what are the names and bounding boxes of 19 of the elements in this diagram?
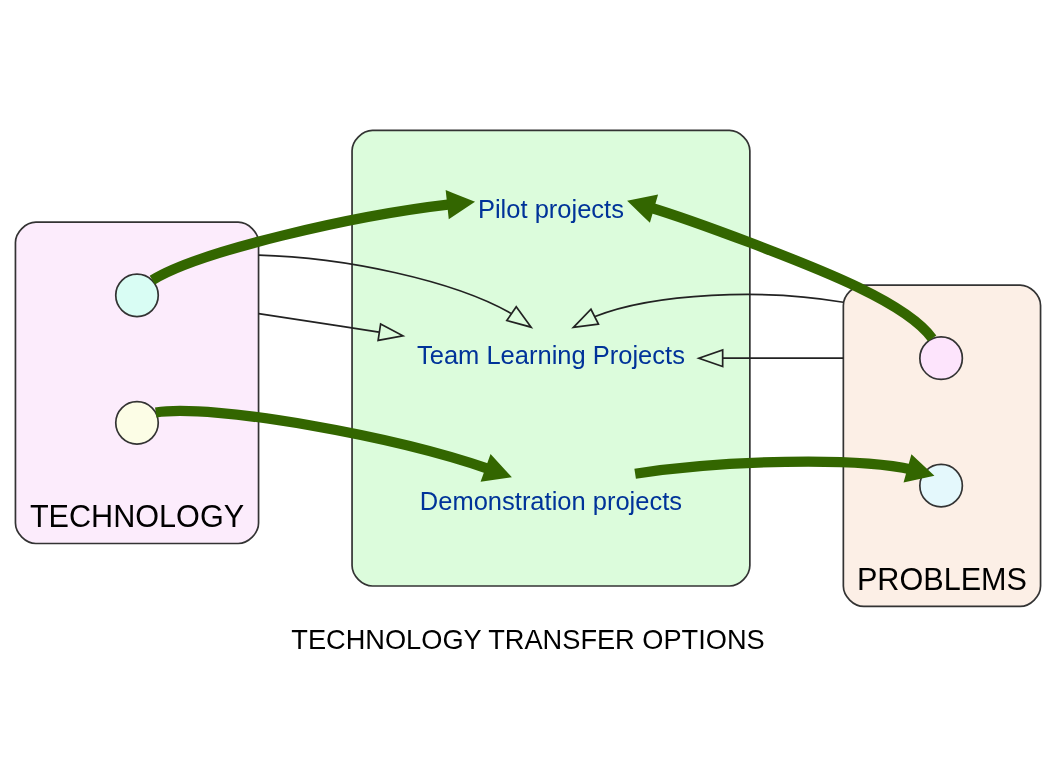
- node-text: Demonstration projects: [419, 486, 683, 515]
- arrow: [571, 293, 845, 329]
- arrow: [696, 348, 845, 368]
- arrow: [149, 189, 476, 285]
- arrow: [257, 312, 406, 341]
- cluster: PROBLEMS: [842, 283, 1042, 607]
- arrow: [627, 194, 937, 342]
- node-circle: [114, 272, 160, 317]
- node-circle: [919, 335, 964, 380]
- caption: TECHNOLOGY TRANSFER OPTIONS: [291, 623, 765, 655]
- node-text: Team Learning Projects: [417, 340, 685, 369]
- arrow: [257, 253, 534, 329]
- node-circle: [919, 463, 964, 508]
- cluster: [351, 129, 751, 587]
- cluster: TECHNOLOGY: [14, 220, 260, 544]
- arrow: [155, 405, 512, 482]
- node-text: Pilot projects: [477, 194, 624, 223]
- node-circle: [114, 400, 160, 445]
- arrow: [634, 453, 935, 483]
